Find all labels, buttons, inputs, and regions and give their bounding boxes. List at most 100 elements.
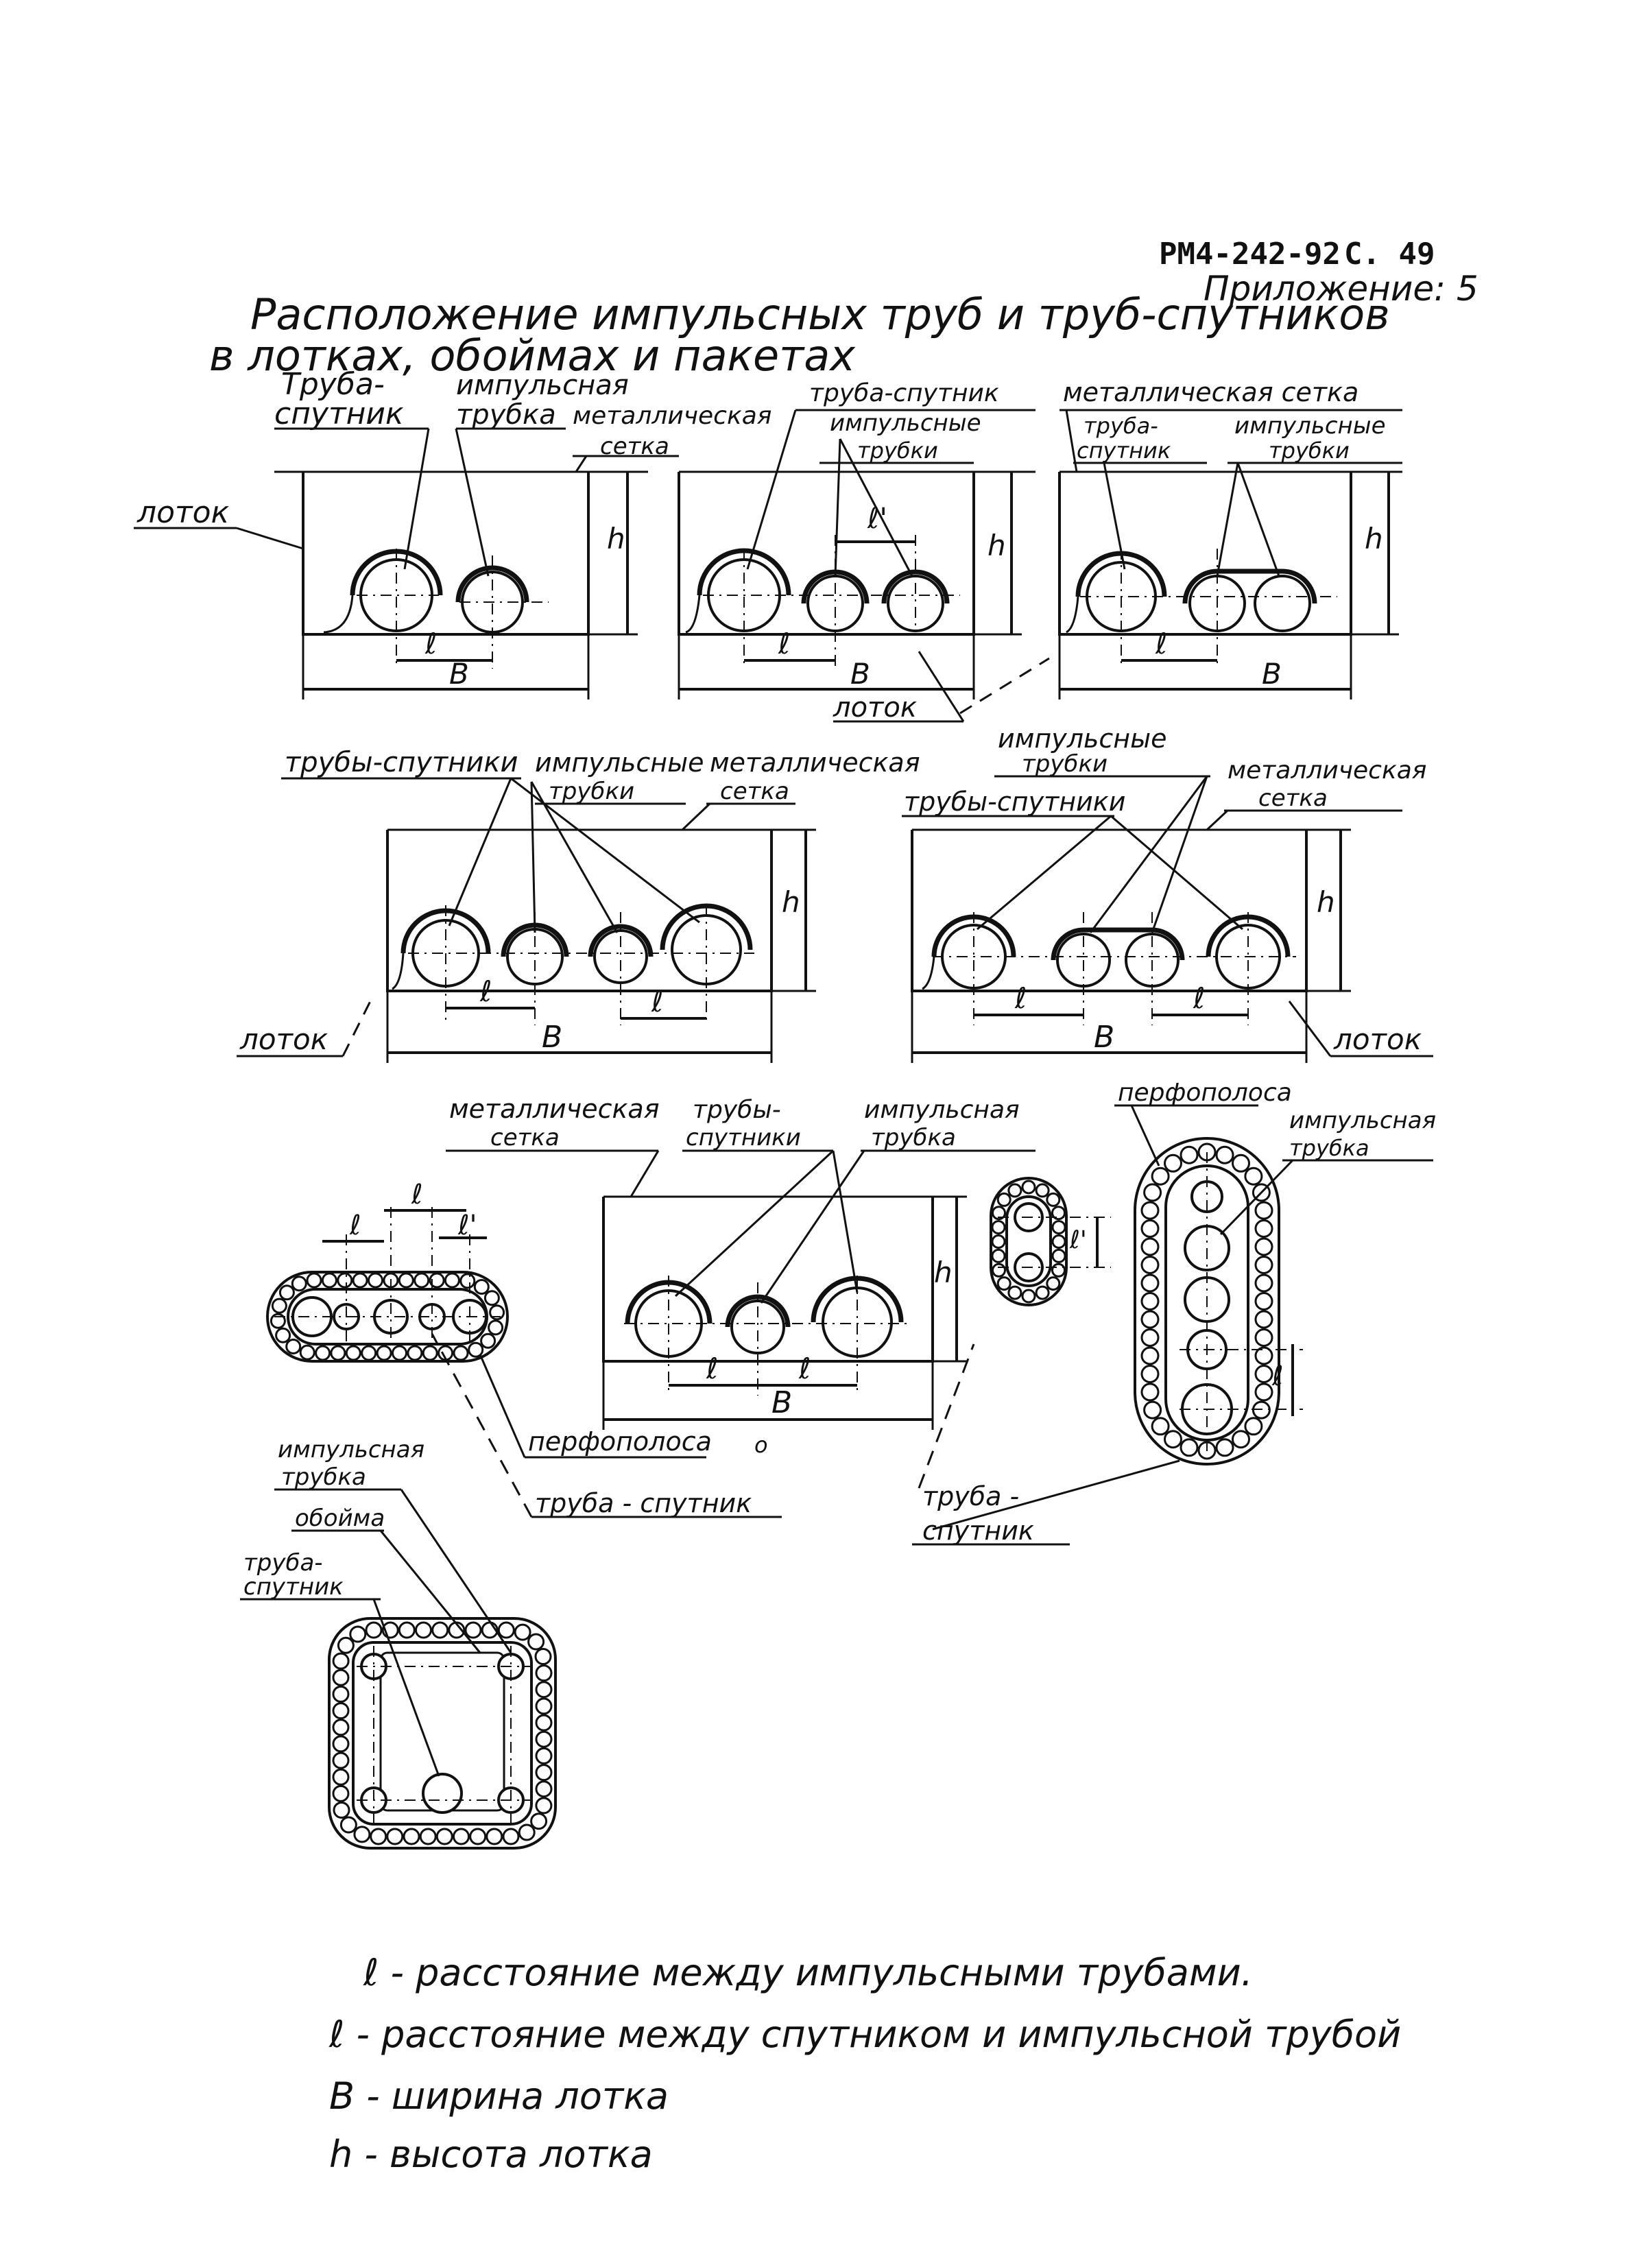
label-truby-sputniki: трубы-спутники [285, 747, 518, 778]
legend-l-prime: ℓ - расстояние между спутником и импульс… [328, 2013, 1401, 2056]
perforation-bead [483, 1290, 500, 1306]
perforated-strip [1140, 1143, 1273, 1460]
tray-diagram-2: ℓ' ℓ В h труба-спутник импульсные трубки… [678, 379, 1036, 723]
perforation-bead [306, 1272, 322, 1289]
perforation-bead [1151, 1167, 1170, 1186]
leader [1110, 815, 1243, 931]
perforation-bead [1140, 1383, 1160, 1402]
dim-B-label: В [542, 1020, 562, 1055]
dim-l-label: ℓ [424, 627, 437, 660]
leader [1151, 776, 1208, 933]
leader [1219, 1159, 1294, 1236]
perforation-bead [1140, 1273, 1160, 1293]
tray-body [602, 1197, 934, 1363]
perforation-bead [275, 1327, 291, 1343]
tray-body [678, 472, 975, 636]
tray-body [911, 830, 1308, 992]
perforation-bead [337, 1272, 353, 1289]
perforation-bead [514, 1623, 531, 1641]
perforation-bead [332, 1702, 350, 1720]
label-truba: Труба- [281, 367, 385, 402]
leader [918, 651, 965, 722]
leader [674, 1149, 835, 1297]
dim-h-label: h [1317, 885, 1335, 919]
perforation-bead [497, 1621, 515, 1639]
tray-diagram-4: ℓ ℓ В h трубы-спутники импульсные трубки… [237, 747, 920, 1063]
perforation-bead [991, 1220, 1006, 1235]
leader [760, 1150, 865, 1304]
satellite-pipe [822, 1287, 893, 1358]
mesh-wrap [1182, 569, 1317, 604]
perforation-bead [992, 1206, 1006, 1221]
label-trubka: трубка [871, 1124, 956, 1151]
label-lotok: лоток [1333, 1022, 1422, 1056]
perforation-bead [332, 1751, 350, 1769]
perforation-bead [352, 1272, 368, 1289]
legend-B: В - ширина лотка [329, 2074, 669, 2118]
bundle-outline [328, 1617, 557, 1850]
perforation-bead [1021, 1180, 1036, 1195]
perforation-bead [1140, 1219, 1160, 1238]
perforation-bead [398, 1621, 416, 1639]
perforation-bead [361, 1345, 377, 1361]
mesh-wrap [455, 565, 529, 603]
bundle-horizontal: ℓ ℓ ℓ' перфополоса о труба - спутник [266, 1179, 782, 1518]
leader [1236, 462, 1280, 577]
perforation-bead [431, 1621, 449, 1639]
page-number: С. 49 [1344, 237, 1435, 272]
perforation-bead [1140, 1346, 1160, 1365]
perforation-bead [535, 1714, 553, 1732]
title-line-1: Расположение импульсных труб и труб-спут… [250, 289, 1390, 339]
legend: ℓ - расстояние между импульсными трубами… [328, 1951, 1401, 2176]
perforation-bead [270, 1313, 286, 1329]
leader [575, 455, 588, 472]
dim-l-label: ℓ [479, 974, 492, 1008]
satellite-pipe [671, 914, 742, 985]
perforation-bead [459, 1273, 476, 1289]
label-impulsnaya: импульсная [456, 370, 629, 401]
leader [1103, 462, 1126, 570]
perforation-bead [992, 1263, 1006, 1278]
perforation-bead [1164, 1153, 1182, 1173]
perforation-bead [429, 1272, 445, 1289]
leader [342, 1001, 372, 1057]
label-trubki: трубки [1269, 438, 1350, 464]
dim-l-label: ℓ [1014, 981, 1027, 1015]
perforation-bead [1051, 1206, 1066, 1221]
label-truby-sputniki: трубы-спутники [904, 787, 1125, 817]
label-impulsnaya: импульсная [278, 1436, 424, 1463]
perforation-bead [991, 1248, 1006, 1263]
appendix-label: Приложение: 5 [1204, 269, 1479, 309]
leader [1065, 409, 1078, 472]
dim-l-label: ℓ [1155, 627, 1167, 660]
leader [839, 438, 913, 577]
bundle-inner [1005, 1195, 1052, 1287]
perforation-bead [403, 1828, 420, 1845]
label-impulsnye: импульсные [830, 409, 981, 437]
leader [455, 428, 490, 577]
label-met-full: металлическая сетка [1063, 377, 1358, 407]
perforation-bead [468, 1341, 484, 1358]
label-trubka: трубка [456, 399, 556, 431]
perforation-bead [535, 1664, 553, 1682]
perforation-bead [414, 1272, 430, 1289]
leader [1089, 776, 1208, 933]
bundle-square: импульсная трубка обойма труба- спутник [240, 1436, 557, 1850]
leader [236, 527, 304, 550]
perforation-bead [996, 1276, 1011, 1291]
dim-h-label: h [607, 522, 625, 555]
legend-l: ℓ - расстояние между импульсными трубами… [363, 1951, 1253, 1994]
perforation-bead [353, 1826, 371, 1843]
perforation-bead [419, 1828, 437, 1845]
perforation-bead [453, 1345, 469, 1361]
perforation-bead [527, 1633, 545, 1651]
leader [530, 781, 536, 933]
perforation-bead [1215, 1438, 1234, 1457]
leader [448, 778, 512, 926]
label-trubki: трубки [1022, 750, 1108, 778]
leader [681, 802, 711, 831]
mesh-wrap [725, 1294, 791, 1328]
perforation-bead [1140, 1237, 1160, 1256]
